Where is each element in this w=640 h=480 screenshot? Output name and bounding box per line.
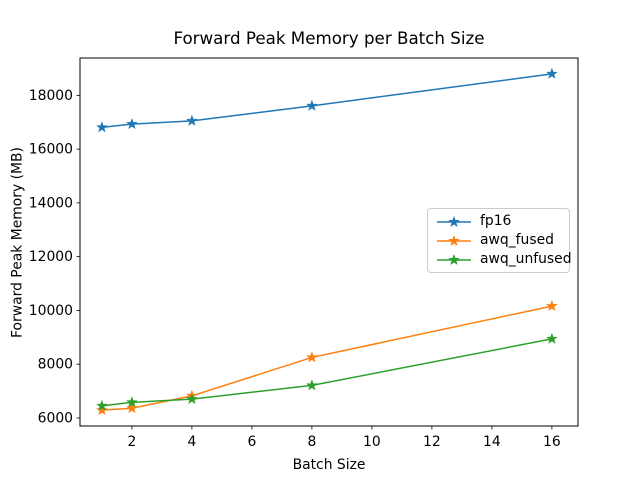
legend-line-marker-icon — [437, 215, 471, 227]
series-marker-awq_fused — [96, 404, 108, 415]
series-marker-awq_unfused — [546, 333, 558, 344]
y-axis-label: Forward Peak Memory (MB) — [9, 147, 26, 338]
series-marker-awq_fused — [546, 300, 558, 311]
legend-entry-awq_unfused: awq_unfused — [435, 252, 572, 267]
legend-label: fp16 — [480, 212, 512, 229]
legend: fp16 awq_fused awq_unfused — [427, 208, 572, 273]
legend-line-marker-icon — [437, 253, 471, 265]
y-tick-label: 8000 — [38, 357, 73, 373]
series-marker-awq_unfused — [186, 393, 198, 404]
y-tick-label: 14000 — [29, 195, 73, 211]
x-tick-label: 12 — [423, 434, 441, 450]
legend-entry-fp16: fp16 — [435, 212, 563, 229]
y-tick-label: 6000 — [38, 410, 73, 426]
series-marker-fp16 — [546, 68, 558, 79]
y-tick-label: 10000 — [29, 303, 73, 319]
legend-label: awq_fused — [480, 231, 554, 248]
series-marker-fp16 — [306, 100, 318, 111]
legend-label: awq_unfused — [480, 250, 572, 267]
series-marker-awq_unfused — [306, 379, 318, 391]
series-marker-fp16 — [126, 118, 138, 129]
x-tick-label: 6 — [247, 434, 256, 450]
y-tick-label: 16000 — [29, 142, 73, 158]
series-marker-awq_fused — [306, 351, 318, 363]
x-tick-label: 4 — [187, 434, 196, 450]
x-tick-label: 16 — [543, 434, 561, 450]
plot-border — [79, 57, 579, 427]
x-axis-label: Batch Size — [292, 457, 366, 473]
series-marker-fp16 — [186, 115, 198, 126]
series-marker-awq_fused — [126, 402, 138, 413]
x-tick-label: 10 — [363, 434, 381, 450]
series-line-fp16 — [101, 73, 553, 129]
series-line-awq_unfused — [101, 338, 553, 407]
series-line-awq_fused — [101, 305, 553, 411]
x-tick-label: 8 — [307, 434, 316, 450]
y-tick-label: 18000 — [29, 88, 73, 104]
x-tick-label: 14 — [483, 434, 501, 450]
series-marker-fp16 — [96, 121, 108, 133]
y-tick-label: 12000 — [29, 249, 73, 265]
legend-line-marker-icon — [437, 234, 471, 246]
x-tick-label: 2 — [127, 434, 136, 450]
series-marker-awq_unfused — [126, 396, 138, 408]
legend-entry-awq_fused: awq_fused — [435, 231, 563, 248]
chart-title: Forward Peak Memory per Batch Size — [173, 28, 485, 48]
series-marker-awq_unfused — [96, 400, 108, 411]
